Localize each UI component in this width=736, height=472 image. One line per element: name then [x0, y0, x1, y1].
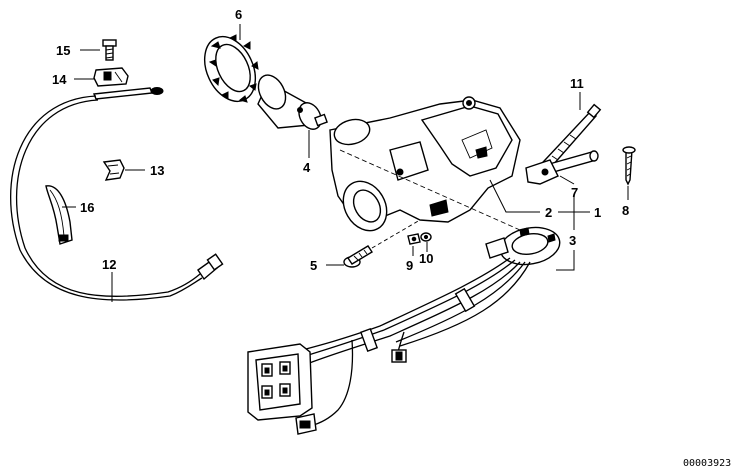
sleeve-part-16 — [45, 185, 73, 245]
callout-6: 6 — [235, 7, 242, 22]
callout-4: 4 — [303, 160, 311, 175]
callout-9: 9 — [406, 258, 413, 273]
washer-part-10 — [420, 232, 432, 242]
callout-16: 16 — [80, 200, 94, 215]
callout-1: 1 — [594, 205, 601, 220]
callout-5: 5 — [310, 258, 317, 273]
lock-cylinder-part-4 — [257, 74, 328, 130]
ignition-switch-part-3 — [485, 226, 561, 266]
nut-part-9 — [407, 233, 421, 245]
leader-line-7 — [559, 175, 575, 185]
leader-line-2 — [489, 179, 540, 213]
wiring-harness — [279, 257, 531, 435]
leader-line-3 — [556, 250, 575, 271]
screw-part-5 — [343, 219, 421, 268]
callout-12: 12 — [102, 257, 116, 272]
callout-10: 10 — [419, 251, 433, 266]
multi-pin-connector — [247, 343, 313, 421]
bowden-cable-part-12 — [9, 87, 224, 301]
callout-8: 8 — [622, 203, 629, 218]
callout-7: 7 — [571, 185, 578, 200]
callout-2: 2 — [545, 205, 552, 220]
locking-ring-part-6 — [203, 34, 259, 103]
screw-part-8 — [622, 146, 636, 186]
steering-lock-housing-part-1 — [329, 96, 521, 232]
callout-14: 14 — [52, 72, 67, 87]
callout-15: 15 — [56, 43, 70, 58]
callout-3: 3 — [569, 233, 576, 248]
plate-part-7 — [525, 150, 599, 185]
reference-number: 00003923 — [683, 458, 731, 469]
bolt-part-15 — [102, 39, 117, 61]
cable-clamp-part-14 — [93, 67, 129, 87]
callout-13: 13 — [150, 163, 164, 178]
clip-part-13 — [102, 159, 125, 181]
callout-11: 11 — [570, 76, 584, 91]
